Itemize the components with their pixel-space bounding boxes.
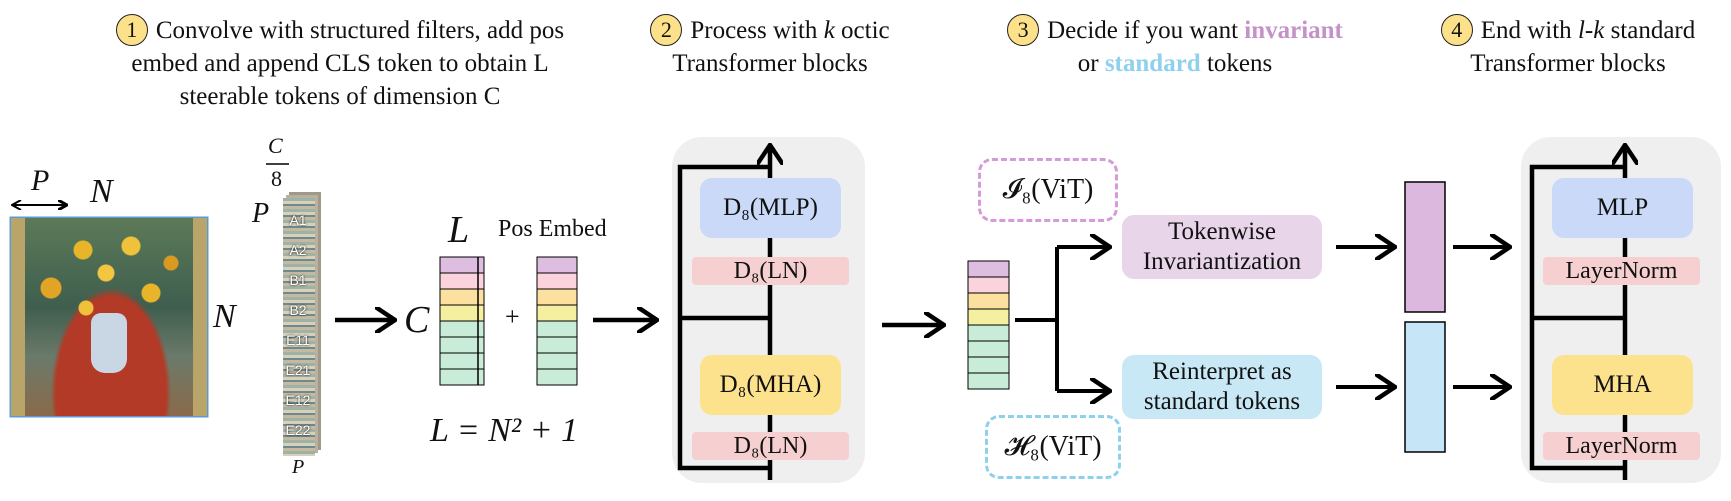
tokenwise-invariantization-box: Tokenwise Invariantization (1122, 215, 1322, 279)
step-3-caption: 3 Decide if you want invariant or standar… (985, 14, 1365, 80)
standard-mlp: MLP (1552, 178, 1693, 238)
step-4-text-a: End with (1480, 17, 1578, 44)
standard-token-bar (1404, 321, 1446, 453)
filter-tile-label: B1 (289, 272, 307, 288)
label-L: L (448, 209, 470, 251)
token-row (967, 324, 1010, 342)
step-3-standard: standard (1104, 50, 1201, 77)
std-box-line-1: Reinterpret as (1152, 358, 1292, 385)
step-2-badge: 2 (650, 14, 683, 46)
filter-tile-label: B2 (289, 302, 307, 318)
inv-box-line-2: Invariantization (1142, 248, 1302, 275)
token-row (967, 356, 1010, 374)
token-row (967, 260, 1010, 278)
step-2-text-b: octic (834, 17, 890, 44)
step-3-text-c: tokens (1200, 50, 1273, 77)
step-4-text-b: standard (1604, 17, 1696, 44)
octic-ln-top: D₈(LN) (692, 257, 849, 285)
step-2-text-a: Process with (690, 17, 824, 44)
label-N-side: N (213, 298, 236, 335)
step-2-k: k (823, 17, 835, 44)
plus-sign: + (505, 302, 520, 331)
step-3-invariant: invariant (1244, 17, 1343, 44)
token-row (967, 292, 1010, 310)
vase (91, 313, 127, 373)
label-N-top: N (90, 173, 113, 210)
octic-mlp: D₈(MLP) (700, 178, 841, 238)
label-C: C (404, 299, 430, 341)
standard-ln-bottom: LayerNorm (1543, 432, 1700, 460)
step-1-line-1: Convolve with structured filters, add po… (155, 17, 565, 44)
step-3-text-b: or (1077, 50, 1105, 77)
step-3-badge: 3 (1007, 14, 1040, 46)
L-formula: L = N² + 1 (430, 412, 579, 449)
invariant-vit-tag: 𝓘₈(ViT) (978, 158, 1118, 222)
step-4-caption: 4 End with l-k standard Transformer block… (1418, 14, 1718, 80)
token-row (967, 276, 1010, 294)
sunflower-painting (11, 218, 207, 416)
filter-tile-label: A2 (289, 242, 307, 258)
filter-tile-label: E22 (285, 422, 311, 438)
token-row (439, 368, 485, 386)
standard-ln-top: LayerNorm (1543, 257, 1700, 285)
token-row (536, 304, 578, 322)
token-stack-1 (439, 256, 485, 386)
filter-tile-label: A1 (289, 212, 307, 228)
label-P-filter: P (252, 198, 270, 229)
token-row (967, 372, 1010, 390)
std-box-line-2: standard tokens (1143, 388, 1301, 415)
octic-ln-bottom: D₈(LN) (692, 432, 849, 460)
token-row (536, 368, 578, 386)
step-4-lk: l-k (1577, 17, 1605, 44)
token-row (536, 272, 578, 290)
label-P: P (31, 164, 50, 197)
standard-mha: MHA (1552, 355, 1693, 415)
label-C-over-8-den: 8 (271, 166, 282, 191)
step-1-line-2: embed and append CLS token to obtain L (131, 50, 549, 77)
branch-lines (1015, 247, 1510, 391)
label-P-bottom: P (292, 456, 305, 478)
step-1-line-3: steerable tokens of dimension C (179, 83, 501, 110)
step-2-line-2: Transformer blocks (672, 50, 868, 77)
token-stack-branch (967, 260, 1010, 390)
token-row (536, 256, 578, 274)
step-3-text-a: Decide if you want (1047, 17, 1245, 44)
pos-embed-stack (536, 256, 578, 386)
inv-box-line-1: Tokenwise (1168, 218, 1276, 245)
token-row (536, 320, 578, 338)
filter-strip (283, 198, 315, 456)
token-row (536, 288, 578, 306)
label-C-over-8-num: C (268, 133, 283, 158)
step-1-badge: 1 (115, 14, 148, 46)
token-row (967, 308, 1010, 326)
step-2-caption: 2 Process with k octic Transformer blocks (600, 14, 940, 80)
pos-embed-label: Pos Embed (498, 216, 607, 242)
filter-tile-label: E21 (285, 362, 311, 378)
token-row (967, 340, 1010, 358)
step-4-line-2: Transformer blocks (1470, 50, 1666, 77)
filter-tile-label: E11 (286, 332, 310, 348)
standard-vit-tag: 𝓗₈(ViT) (985, 415, 1121, 479)
token-row (536, 352, 578, 370)
octic-mha: D₈(MHA) (700, 355, 841, 415)
step-1-caption: 1 Convolve with structured filters, add p… (90, 14, 590, 113)
filter-tile-label: E12 (285, 392, 311, 408)
step-4-badge: 4 (1440, 14, 1473, 46)
token-row (536, 336, 578, 354)
reinterpret-standard-box: Reinterpret as standard tokens (1122, 355, 1322, 419)
invariant-token-bar (1404, 181, 1446, 313)
